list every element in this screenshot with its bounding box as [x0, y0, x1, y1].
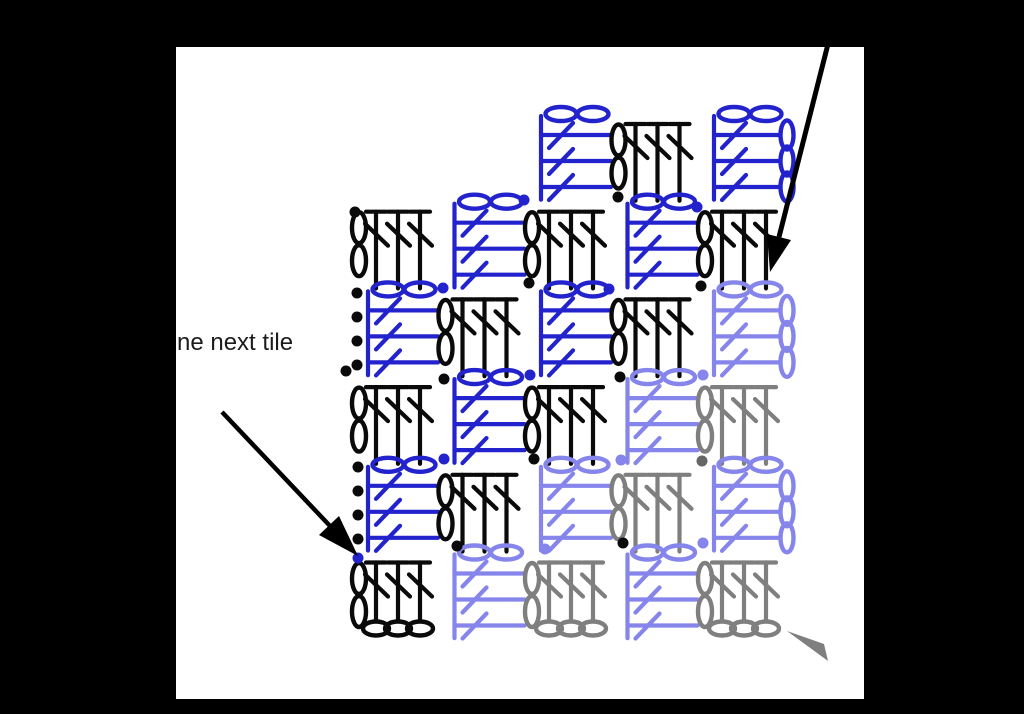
join-dot	[351, 311, 363, 323]
join-dot	[524, 369, 536, 381]
join-dot	[352, 552, 364, 564]
join-dot	[352, 533, 364, 545]
tile-r1c3-horizontal-blue	[538, 104, 614, 203]
hook-pointer-triangle	[787, 631, 828, 661]
arrow-bottom-left	[220, 410, 358, 556]
join-dot	[518, 194, 530, 206]
join-dot	[352, 485, 364, 497]
join-dot	[351, 335, 363, 347]
tile-r4c3-vertical-black	[522, 385, 608, 466]
tile-r1c5-horizontal-blue	[711, 104, 796, 204]
tile-r3c3-horizontal-blue	[538, 280, 614, 378]
join-dot	[528, 453, 540, 465]
tile-r1c4-vertical-black	[609, 121, 694, 203]
join-dot	[614, 371, 626, 383]
join-dot	[438, 453, 450, 465]
join-dot	[696, 455, 708, 467]
tile-r4c5-vertical-gray	[695, 385, 781, 466]
join-dot	[691, 201, 703, 213]
tile-r5c4-vertical-gray	[609, 472, 694, 554]
tile-r2c1-vertical-black	[349, 209, 435, 291]
join-dot	[352, 509, 364, 521]
tile-r5c2-vertical-black	[436, 472, 521, 554]
arrow-top-right	[767, 43, 831, 272]
tile-r2c3-vertical-black	[522, 209, 608, 291]
tile-r5c5-horizontal-periwinkle	[711, 455, 796, 555]
tile-r2c2-horizontal-blue	[452, 192, 527, 290]
tile-r2c5-vertical-black	[695, 209, 781, 291]
tile-r4c1-vertical-black	[349, 385, 435, 466]
tile-r5c3-horizontal-periwinkle	[538, 455, 614, 553]
annotation-text: ne next tile	[177, 329, 294, 356]
tile-r3c1-horizontal-blue	[365, 280, 441, 378]
join-dot	[438, 373, 450, 385]
tile-r2c4-horizontal-blue	[625, 192, 700, 290]
join-dot	[539, 543, 551, 555]
tile-r3c2-vertical-black	[436, 297, 521, 379]
join-dot	[697, 537, 709, 549]
join-dot	[615, 454, 627, 466]
tile-r6c5-vertical-gray	[695, 560, 782, 638]
join-dot	[523, 277, 535, 289]
join-dot	[697, 369, 709, 381]
tile-r6c2-horizontal-periwinkle	[452, 543, 527, 641]
join-dot	[603, 283, 615, 295]
join-dot	[612, 191, 624, 203]
tile-r6c3-vertical-gray	[522, 560, 609, 638]
join-dot	[451, 540, 463, 552]
join-dot	[695, 280, 707, 292]
join-dot	[351, 287, 363, 299]
join-dot	[340, 365, 352, 377]
tile-r3c5-horizontal-periwinkle	[711, 280, 796, 380]
join-dot	[617, 537, 629, 549]
tile-r4c4-horizontal-periwinkle	[625, 367, 700, 466]
tile-r3c4-vertical-black	[609, 297, 694, 379]
tile-r4c2-horizontal-blue	[452, 367, 527, 466]
tile-r6c1-vertical-black	[349, 560, 436, 638]
tile-r6c4-horizontal-periwinkle	[625, 543, 700, 641]
join-dot	[349, 206, 361, 218]
tile-r5c1-horizontal-blue	[365, 455, 441, 553]
join-dot	[352, 461, 364, 473]
join-dot	[437, 282, 449, 294]
join-dot	[351, 359, 363, 371]
